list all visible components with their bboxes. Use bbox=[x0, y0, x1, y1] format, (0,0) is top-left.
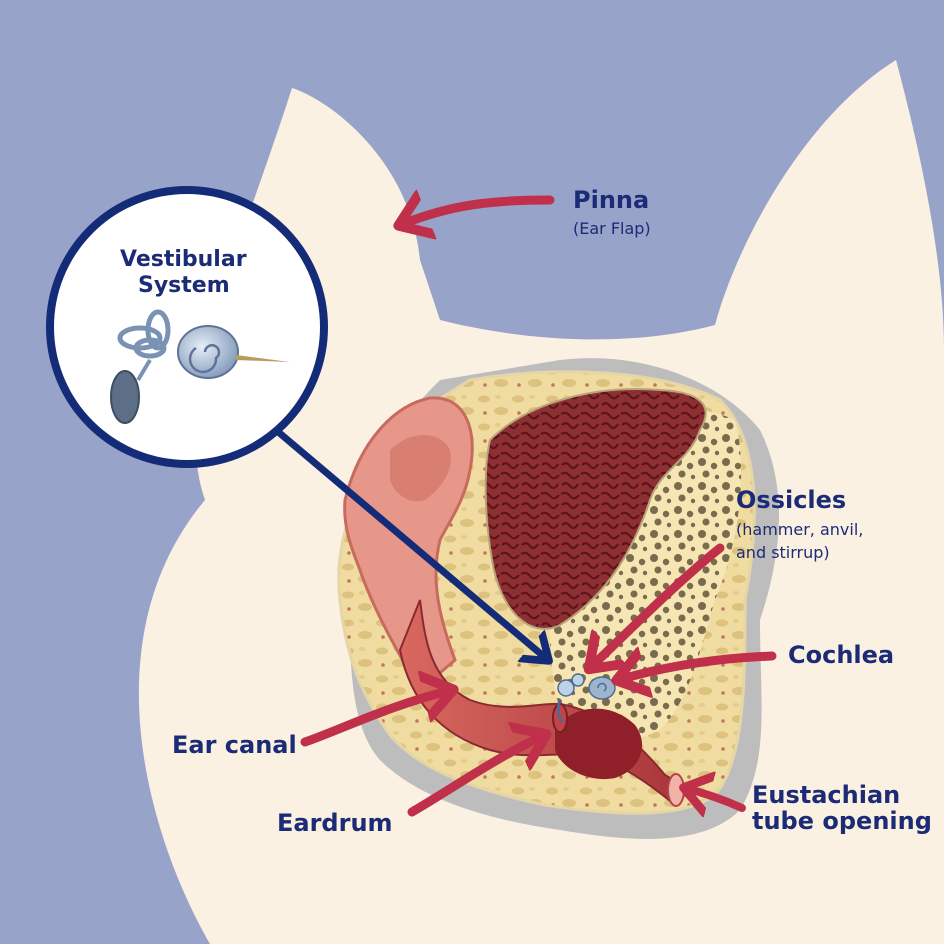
vestibular-label-line1: Vestibular bbox=[120, 247, 247, 272]
ossicles-sublabel-line2: and stirrup) bbox=[736, 543, 830, 562]
vestibular-callout bbox=[46, 186, 548, 660]
cochlea-label: Cochlea bbox=[788, 641, 895, 669]
eustachian-label-line2: tube opening bbox=[752, 807, 932, 835]
pinna-sublabel: (Ear Flap) bbox=[573, 219, 651, 238]
ossicles-sublabel-line1: (hammer, anvil, bbox=[736, 520, 864, 539]
eustachian-arrow bbox=[685, 788, 746, 808]
ear-cross-section bbox=[337, 358, 779, 839]
pinna-arrow bbox=[400, 200, 555, 225]
ear-canal-label: Ear canal bbox=[172, 731, 297, 759]
callout-circle bbox=[46, 186, 328, 468]
cochlea-arrow bbox=[618, 656, 777, 680]
vestibular-apparatus-icon bbox=[110, 309, 290, 424]
vestibular-label-line2: System bbox=[138, 273, 230, 298]
middle-ear-cavity bbox=[555, 708, 643, 780]
cochlea-graphic bbox=[588, 676, 616, 700]
ossicles-graphic bbox=[556, 673, 585, 723]
pinna-label: Pinna bbox=[573, 186, 650, 214]
ossicles-label: Ossicles bbox=[736, 486, 847, 514]
eustachian-label-line1: Eustachian bbox=[752, 781, 901, 809]
ossicles-arrow bbox=[590, 543, 725, 668]
muscle-mass bbox=[484, 388, 707, 630]
eardrum-label: Eardrum bbox=[277, 809, 393, 837]
ear-canal-arrow bbox=[300, 690, 452, 747]
callout-pointer bbox=[266, 421, 548, 660]
label-arrows bbox=[300, 200, 777, 817]
pinna-fold bbox=[390, 435, 451, 502]
eardrum-arrow bbox=[407, 735, 545, 817]
